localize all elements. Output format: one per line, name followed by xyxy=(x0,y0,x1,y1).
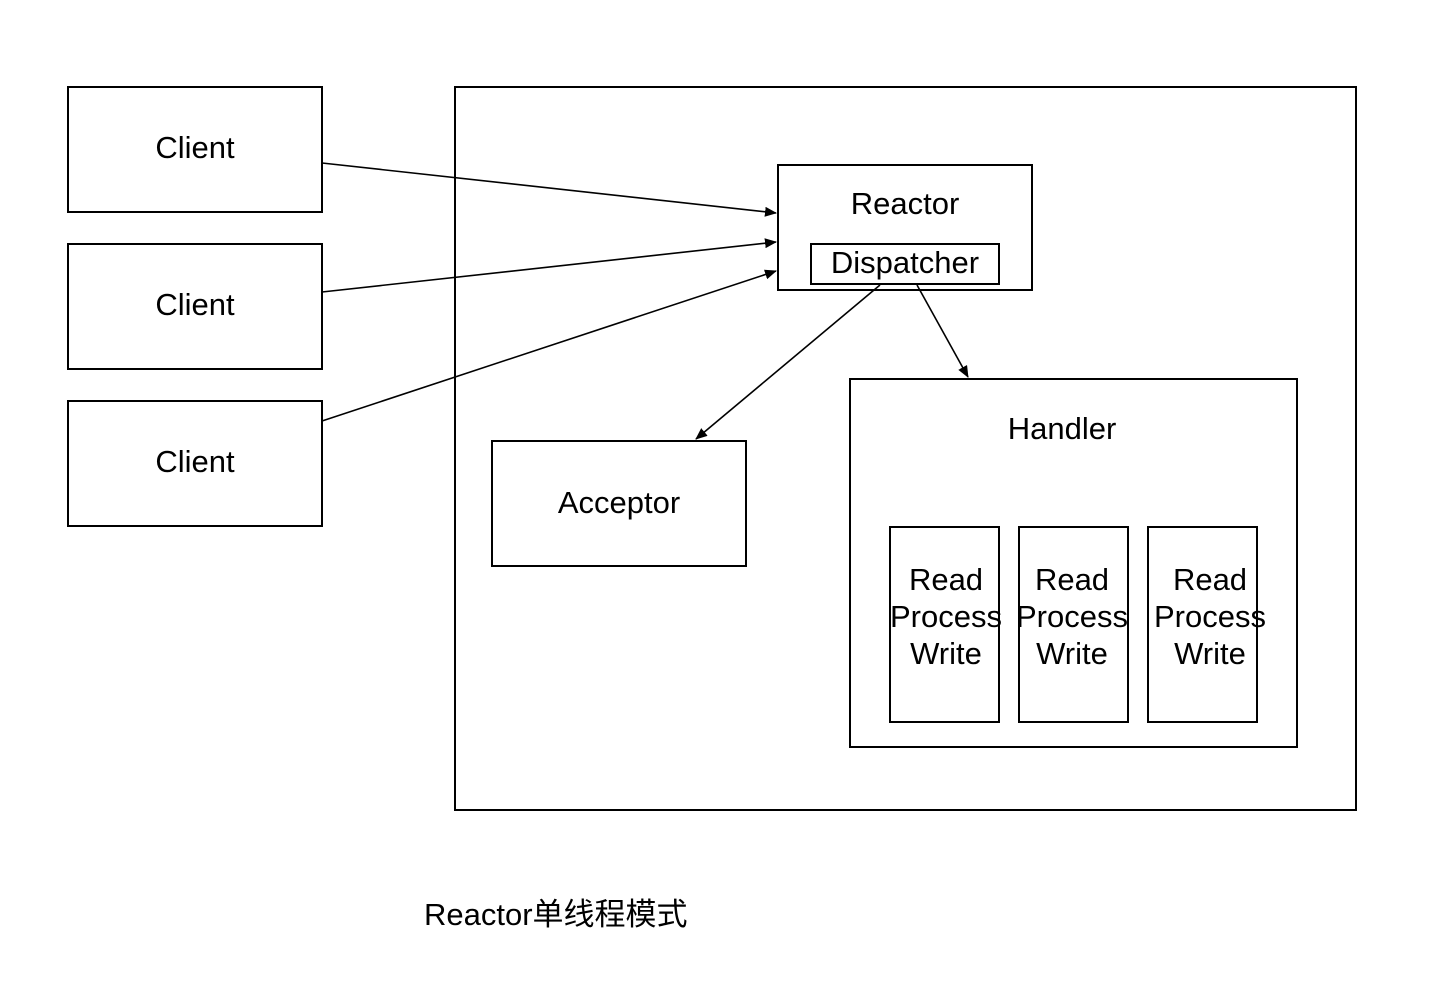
client-box xyxy=(67,400,323,527)
client-box xyxy=(67,86,323,213)
client-node: Client xyxy=(67,86,323,213)
dispatcher-box xyxy=(810,243,1000,285)
client-node: Client xyxy=(67,400,323,527)
task-node: Read Process Write xyxy=(889,526,1002,723)
task-read-label: Read xyxy=(1035,562,1109,597)
handler-node: Handler Read Process Write Read Process … xyxy=(849,378,1298,748)
task-read-label: Read xyxy=(909,562,983,597)
task-write-label: Write xyxy=(910,636,982,671)
client-label: Client xyxy=(155,130,235,165)
client-to-reactor-arrow xyxy=(321,162,777,217)
diagram-caption: Reactor单线程模式 xyxy=(424,897,688,932)
reactor-label: Reactor xyxy=(851,186,960,221)
acceptor-node: Acceptor xyxy=(491,440,747,567)
dispatcher-to-handler-arrow xyxy=(916,284,969,378)
server-container xyxy=(454,86,1357,811)
client-to-reactor-arrow xyxy=(321,238,777,293)
task-box xyxy=(889,526,1000,723)
dispatcher-label: Dispatcher xyxy=(831,245,979,280)
task-box xyxy=(1147,526,1258,723)
client-to-reactor-arrow xyxy=(321,269,777,422)
acceptor-box xyxy=(491,440,747,567)
acceptor-label: Acceptor xyxy=(558,485,680,520)
reactor-node: Reactor Dispatcher xyxy=(777,164,1033,291)
task-process-label: Process xyxy=(890,599,1002,634)
task-box xyxy=(1018,526,1129,723)
task-write-label: Write xyxy=(1036,636,1108,671)
task-process-label: Process xyxy=(1016,599,1128,634)
task-node: Read Process Write xyxy=(1147,526,1266,723)
task-write-label: Write xyxy=(1174,636,1246,671)
client-label: Client xyxy=(155,287,235,322)
client-node: Client xyxy=(67,243,323,370)
task-process-label: Process xyxy=(1154,599,1266,634)
task-node: Read Process Write xyxy=(1016,526,1129,723)
task-read-label: Read xyxy=(1173,562,1247,597)
client-label: Client xyxy=(155,444,235,479)
client-box xyxy=(67,243,323,370)
handler-label: Handler xyxy=(1008,411,1117,446)
dispatcher-to-acceptor-arrow xyxy=(695,284,881,440)
